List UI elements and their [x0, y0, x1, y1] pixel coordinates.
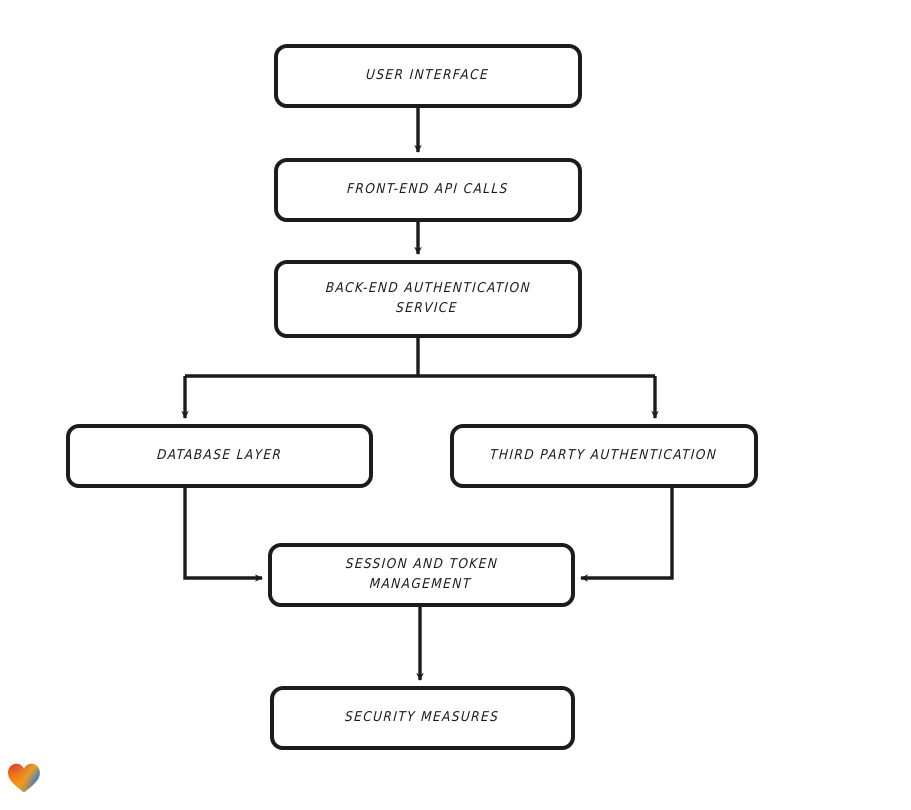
edge-thirdparty-to-session	[579, 488, 674, 582]
heart-icon	[8, 763, 40, 793]
node-third-party-authentication[interactable]: Third Party Authentication	[450, 424, 758, 488]
node-user-interface[interactable]: User Interface	[274, 44, 582, 108]
node-label: Session and Token Management	[345, 556, 500, 592]
node-label: Back-End Authentication Service	[325, 280, 532, 316]
node-label: Security Measures	[344, 709, 501, 726]
node-database-layer[interactable]: Database Layer	[66, 424, 373, 488]
node-back-end-authentication-service[interactable]: Back-End Authentication Service	[274, 260, 582, 338]
node-security-measures[interactable]: Security Measures	[270, 686, 575, 750]
node-label: Front-End API Calls	[346, 181, 510, 198]
node-label: Database Layer	[156, 447, 283, 464]
node-label: User Interface	[365, 67, 491, 84]
edge-database-to-session	[183, 488, 264, 582]
node-front-end-api-calls[interactable]: Front-End API Calls	[274, 158, 582, 222]
node-label: Third Party Authentication	[489, 447, 719, 464]
node-session-and-token-management[interactable]: Session and Token Management	[268, 543, 575, 607]
